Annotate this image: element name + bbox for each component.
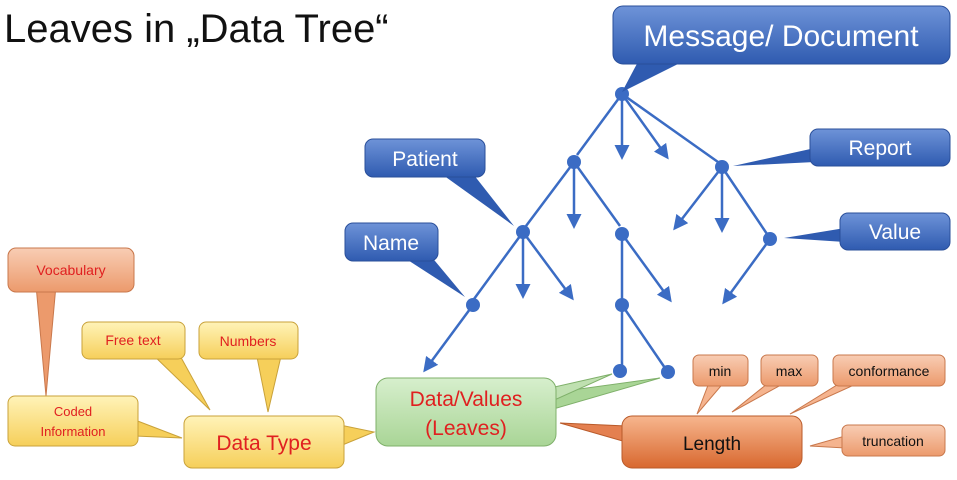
- edge-report-valuenode: [720, 166, 769, 235]
- name-callout: Name: [344, 222, 465, 297]
- patient-label: Patient: [392, 148, 458, 171]
- tree-edges: [423, 92, 772, 373]
- report-label: Report: [848, 137, 911, 160]
- max-label: max: [776, 363, 802, 379]
- free-text-label: Free text: [105, 332, 160, 348]
- node-name-parent: [516, 225, 530, 239]
- node-leaf-a: [613, 364, 627, 378]
- value-label: Value: [869, 221, 921, 244]
- conformance-callout: conformance: [789, 354, 946, 415]
- min-label: min: [709, 363, 732, 379]
- edge-root-right: [620, 93, 669, 160]
- data-values-line1: Data/Values: [410, 388, 523, 411]
- node-patient: [567, 155, 581, 169]
- edge-n1-leafnode: [472, 231, 525, 300]
- message-document-callout: Message/ Document: [612, 5, 951, 92]
- node-report: [715, 160, 729, 174]
- report-callout: Report: [733, 128, 951, 167]
- truncation-callout: truncation: [809, 424, 946, 457]
- data-type-label: Data Type: [216, 432, 311, 455]
- edge-leaf-data: [423, 304, 475, 373]
- edge-m2-right: [620, 304, 667, 369]
- node-root: [615, 87, 629, 101]
- tree-nodes: [466, 87, 777, 379]
- edge-root-reportnode: [621, 92, 719, 164]
- truncation-label: truncation: [862, 433, 923, 449]
- numbers-label: Numbers: [220, 333, 277, 349]
- node-middle-child: [615, 298, 629, 312]
- numbers-callout: Numbers: [198, 321, 299, 413]
- data-values-callout: Data/Values (Leaves): [375, 373, 661, 447]
- free-text-callout: Free text: [81, 321, 211, 411]
- edge-root-patientnode: [575, 93, 624, 156]
- edge-patient-namenode: [525, 161, 575, 227]
- node-value: [763, 232, 777, 246]
- edge-n1-right: [521, 231, 574, 301]
- name-label: Name: [363, 232, 419, 255]
- data-values-line2: (Leaves): [425, 417, 507, 440]
- node-leaf-b: [661, 365, 675, 379]
- coded-information-callout: Coded Information: [7, 395, 183, 447]
- value-callout: Value: [784, 212, 951, 251]
- edge-value-leaf: [722, 238, 772, 305]
- coded-line1: Coded: [54, 404, 92, 419]
- edge-report-left: [673, 166, 723, 231]
- min-callout: min: [692, 354, 749, 415]
- coded-line2: Information: [40, 424, 105, 439]
- node-middle: [615, 227, 629, 241]
- max-callout: max: [731, 354, 819, 413]
- data-type-callout: Data Type: [183, 415, 376, 469]
- length-callout: Length: [559, 415, 803, 469]
- patient-callout: Patient: [364, 138, 514, 226]
- node-name-leaf: [466, 298, 480, 312]
- length-label: Length: [683, 434, 741, 455]
- vocabulary-callout: Vocabulary: [7, 247, 135, 397]
- edge-patient-right: [572, 161, 622, 227]
- page-title: Leaves in „Data Tree“: [4, 7, 389, 51]
- message-document-label: Message/ Document: [643, 20, 919, 53]
- edge-m-right: [620, 233, 672, 303]
- conformance-label: conformance: [849, 363, 930, 379]
- vocabulary-label: Vocabulary: [36, 262, 105, 278]
